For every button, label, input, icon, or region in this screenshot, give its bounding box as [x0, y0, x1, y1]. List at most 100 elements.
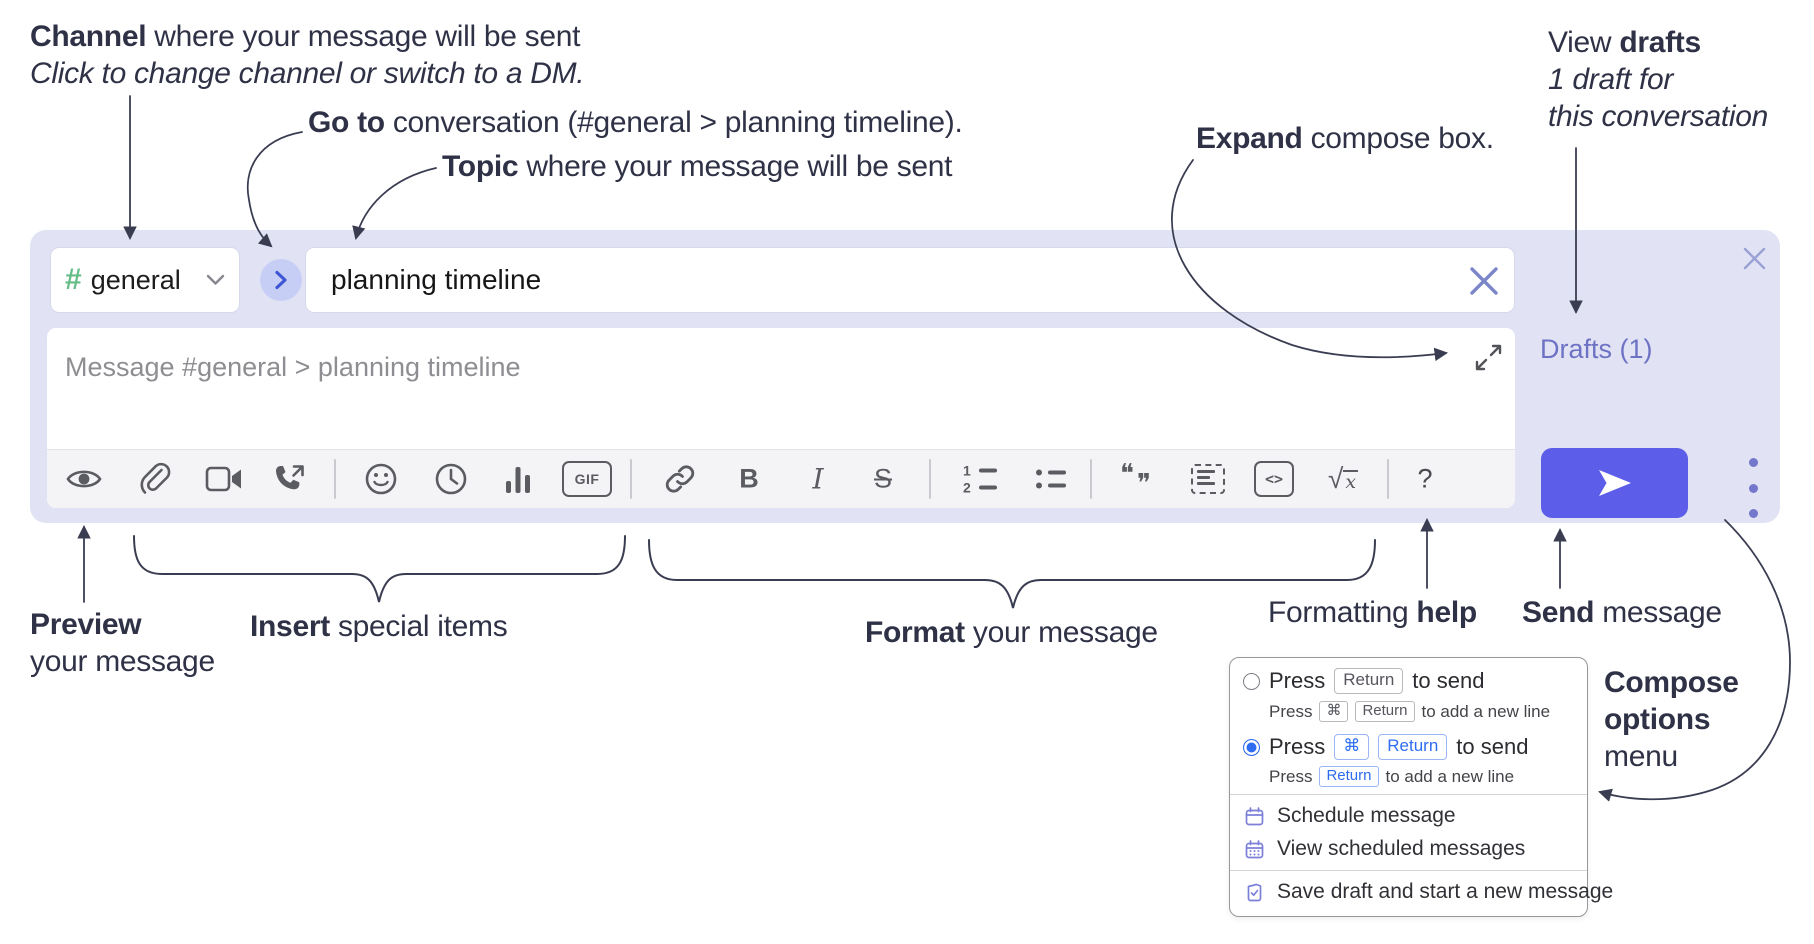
message-input-area[interactable]: Message #general > planning timeline — [47, 328, 1515, 508]
numbered-list-icon[interactable]: 1 2 — [963, 462, 997, 495]
topic-input[interactable]: planning timeline — [305, 247, 1515, 313]
close-compose-icon[interactable] — [1742, 246, 1767, 271]
goto-note-bold: Go to — [308, 106, 385, 139]
goto-pointer-curve — [246, 131, 303, 248]
toolbar-divider — [1090, 459, 1092, 499]
insert-note: Insert special items — [250, 608, 508, 645]
radio-selected-icon[interactable] — [1243, 738, 1260, 756]
radio-unselected-icon[interactable] — [1243, 672, 1260, 690]
view-drafts-bold: drafts — [1619, 26, 1701, 59]
compose-options-line3: menu — [1604, 740, 1678, 773]
option1-suffix: to send — [1412, 668, 1485, 693]
strikethrough-icon[interactable]: S — [873, 463, 893, 494]
bold-icon[interactable]: B — [739, 463, 759, 494]
schedule-message-label: Schedule message — [1277, 804, 1456, 827]
bulleted-list-icon[interactable] — [1036, 469, 1066, 489]
return-key: Return — [1378, 734, 1448, 760]
add-emoji-icon[interactable] — [364, 462, 398, 496]
math-icon[interactable]: √x — [1327, 463, 1359, 494]
toolbar-divider — [1387, 459, 1389, 499]
view-drafts-note: View drafts 1 draft for this conversatio… — [1548, 24, 1768, 135]
cmd-key: ⌘ — [1334, 734, 1370, 760]
expand-note-rest: compose box. — [1302, 122, 1494, 155]
send-note: Send message — [1522, 594, 1722, 631]
clear-topic-icon[interactable] — [1468, 265, 1500, 297]
compose-options-menu-icon[interactable] — [1735, 458, 1771, 518]
italic-icon[interactable]: I — [812, 462, 824, 496]
drafts-link[interactable]: Drafts (1) — [1540, 334, 1653, 364]
insert-note-bold: Insert — [250, 610, 330, 643]
preview-message-icon[interactable] — [65, 465, 103, 493]
send-on-cmd-return-option[interactable]: Press ⌘ Return to send — [1243, 734, 1528, 760]
quote-close-glyph: ❞ — [1137, 468, 1151, 498]
save-draft-label: Save draft and start a new message — [1277, 880, 1614, 903]
code-icon[interactable]: <> — [1254, 461, 1294, 497]
send-note-bold: Send — [1522, 596, 1595, 629]
view-scheduled-messages-label: View scheduled messages — [1277, 837, 1526, 860]
compose-options-line2: options — [1604, 703, 1711, 736]
compose-options-line1: Compose — [1604, 666, 1739, 699]
channel-note: Channel where your message will be sent … — [30, 18, 585, 92]
goto-conversation-button[interactable] — [260, 259, 302, 301]
view-drafts-line2: 1 draft for — [1548, 63, 1674, 96]
send-plane-icon — [1596, 467, 1634, 499]
quote-icon[interactable]: ❝ ❞ — [1120, 458, 1158, 498]
calendar-icon — [1245, 806, 1264, 826]
option2-suffix: to send — [1456, 734, 1529, 759]
cmd-key: ⌘ — [1319, 701, 1349, 722]
send-on-cmd-return-subtext: Press Return to add a new line — [1269, 766, 1514, 787]
toolbar-divider — [334, 459, 336, 499]
view-drafts-line3: this conversation — [1548, 100, 1769, 133]
chevron-right-icon — [274, 270, 288, 290]
channel-note-subtitle: Click to change channel or switch to a D… — [30, 57, 585, 90]
return-key: Return — [1319, 766, 1379, 787]
toolbar-divider — [630, 459, 632, 499]
channel-note-rest: where your message will be sent — [146, 20, 581, 53]
send-button[interactable] — [1541, 448, 1688, 518]
attach-file-icon[interactable] — [139, 462, 171, 496]
ol-number-1: 1 — [963, 462, 971, 479]
option1-sub-suffix: to add a new line — [1421, 701, 1551, 721]
start-voice-call-icon[interactable] — [272, 463, 306, 495]
message-formatting-help-icon[interactable]: ? — [1417, 463, 1433, 494]
compose-options-popup: Press Return to send Press ⌘ Return to a… — [1229, 657, 1613, 917]
insert-brace — [133, 535, 626, 603]
expand-note-bold: Expand — [1196, 122, 1303, 155]
send-note-rest: message — [1594, 596, 1722, 629]
schedule-message-item[interactable]: Schedule message — [1245, 804, 1456, 828]
formatting-help-pre: Formatting — [1268, 596, 1417, 629]
toolbar-divider — [929, 459, 931, 499]
insert-note-rest: special items — [329, 610, 508, 643]
view-scheduled-messages-item[interactable]: View scheduled messages — [1245, 837, 1525, 861]
add-global-time-icon[interactable] — [434, 462, 468, 496]
topic-pointer-curve — [352, 167, 437, 240]
format-brace — [648, 539, 1376, 609]
send-on-return-subtext: Press ⌘ Return to add a new line — [1269, 701, 1550, 722]
math-root-glyph: √ — [1327, 463, 1344, 494]
option2-sub-suffix: to add a new line — [1385, 766, 1515, 786]
add-gif-icon[interactable]: GIF — [562, 461, 612, 497]
channel-hash-icon: # — [65, 263, 82, 296]
add-poll-icon[interactable] — [504, 463, 532, 495]
option2-sub-press: Press — [1269, 766, 1313, 786]
expand-note: Expand compose box. — [1196, 120, 1494, 157]
popup-divider — [1230, 870, 1587, 871]
format-note: Format your message — [865, 614, 1158, 651]
topic-note-bold: Topic — [442, 150, 519, 183]
channel-selector[interactable]: # general — [50, 247, 240, 313]
start-video-call-icon[interactable] — [205, 465, 243, 493]
topic-value: planning timeline — [331, 264, 542, 295]
expand-compose-icon[interactable] — [1475, 344, 1502, 371]
math-x-glyph: x — [1343, 470, 1359, 493]
link-icon[interactable] — [663, 462, 697, 496]
send-on-return-option[interactable]: Press Return to send — [1243, 668, 1484, 694]
save-draft-item[interactable]: Save draft and start a new message — [1245, 880, 1613, 904]
message-placeholder: Message #general > planning timeline — [65, 352, 521, 382]
code-label: <> — [1254, 461, 1294, 497]
quote-open-glyph: ❝ — [1120, 458, 1134, 488]
channel-name: general — [90, 264, 181, 295]
spoiler-icon[interactable] — [1191, 464, 1225, 494]
format-note-bold: Format — [865, 616, 965, 649]
save-draft-icon — [1245, 883, 1264, 902]
preview-note-bold: Preview — [30, 608, 142, 641]
